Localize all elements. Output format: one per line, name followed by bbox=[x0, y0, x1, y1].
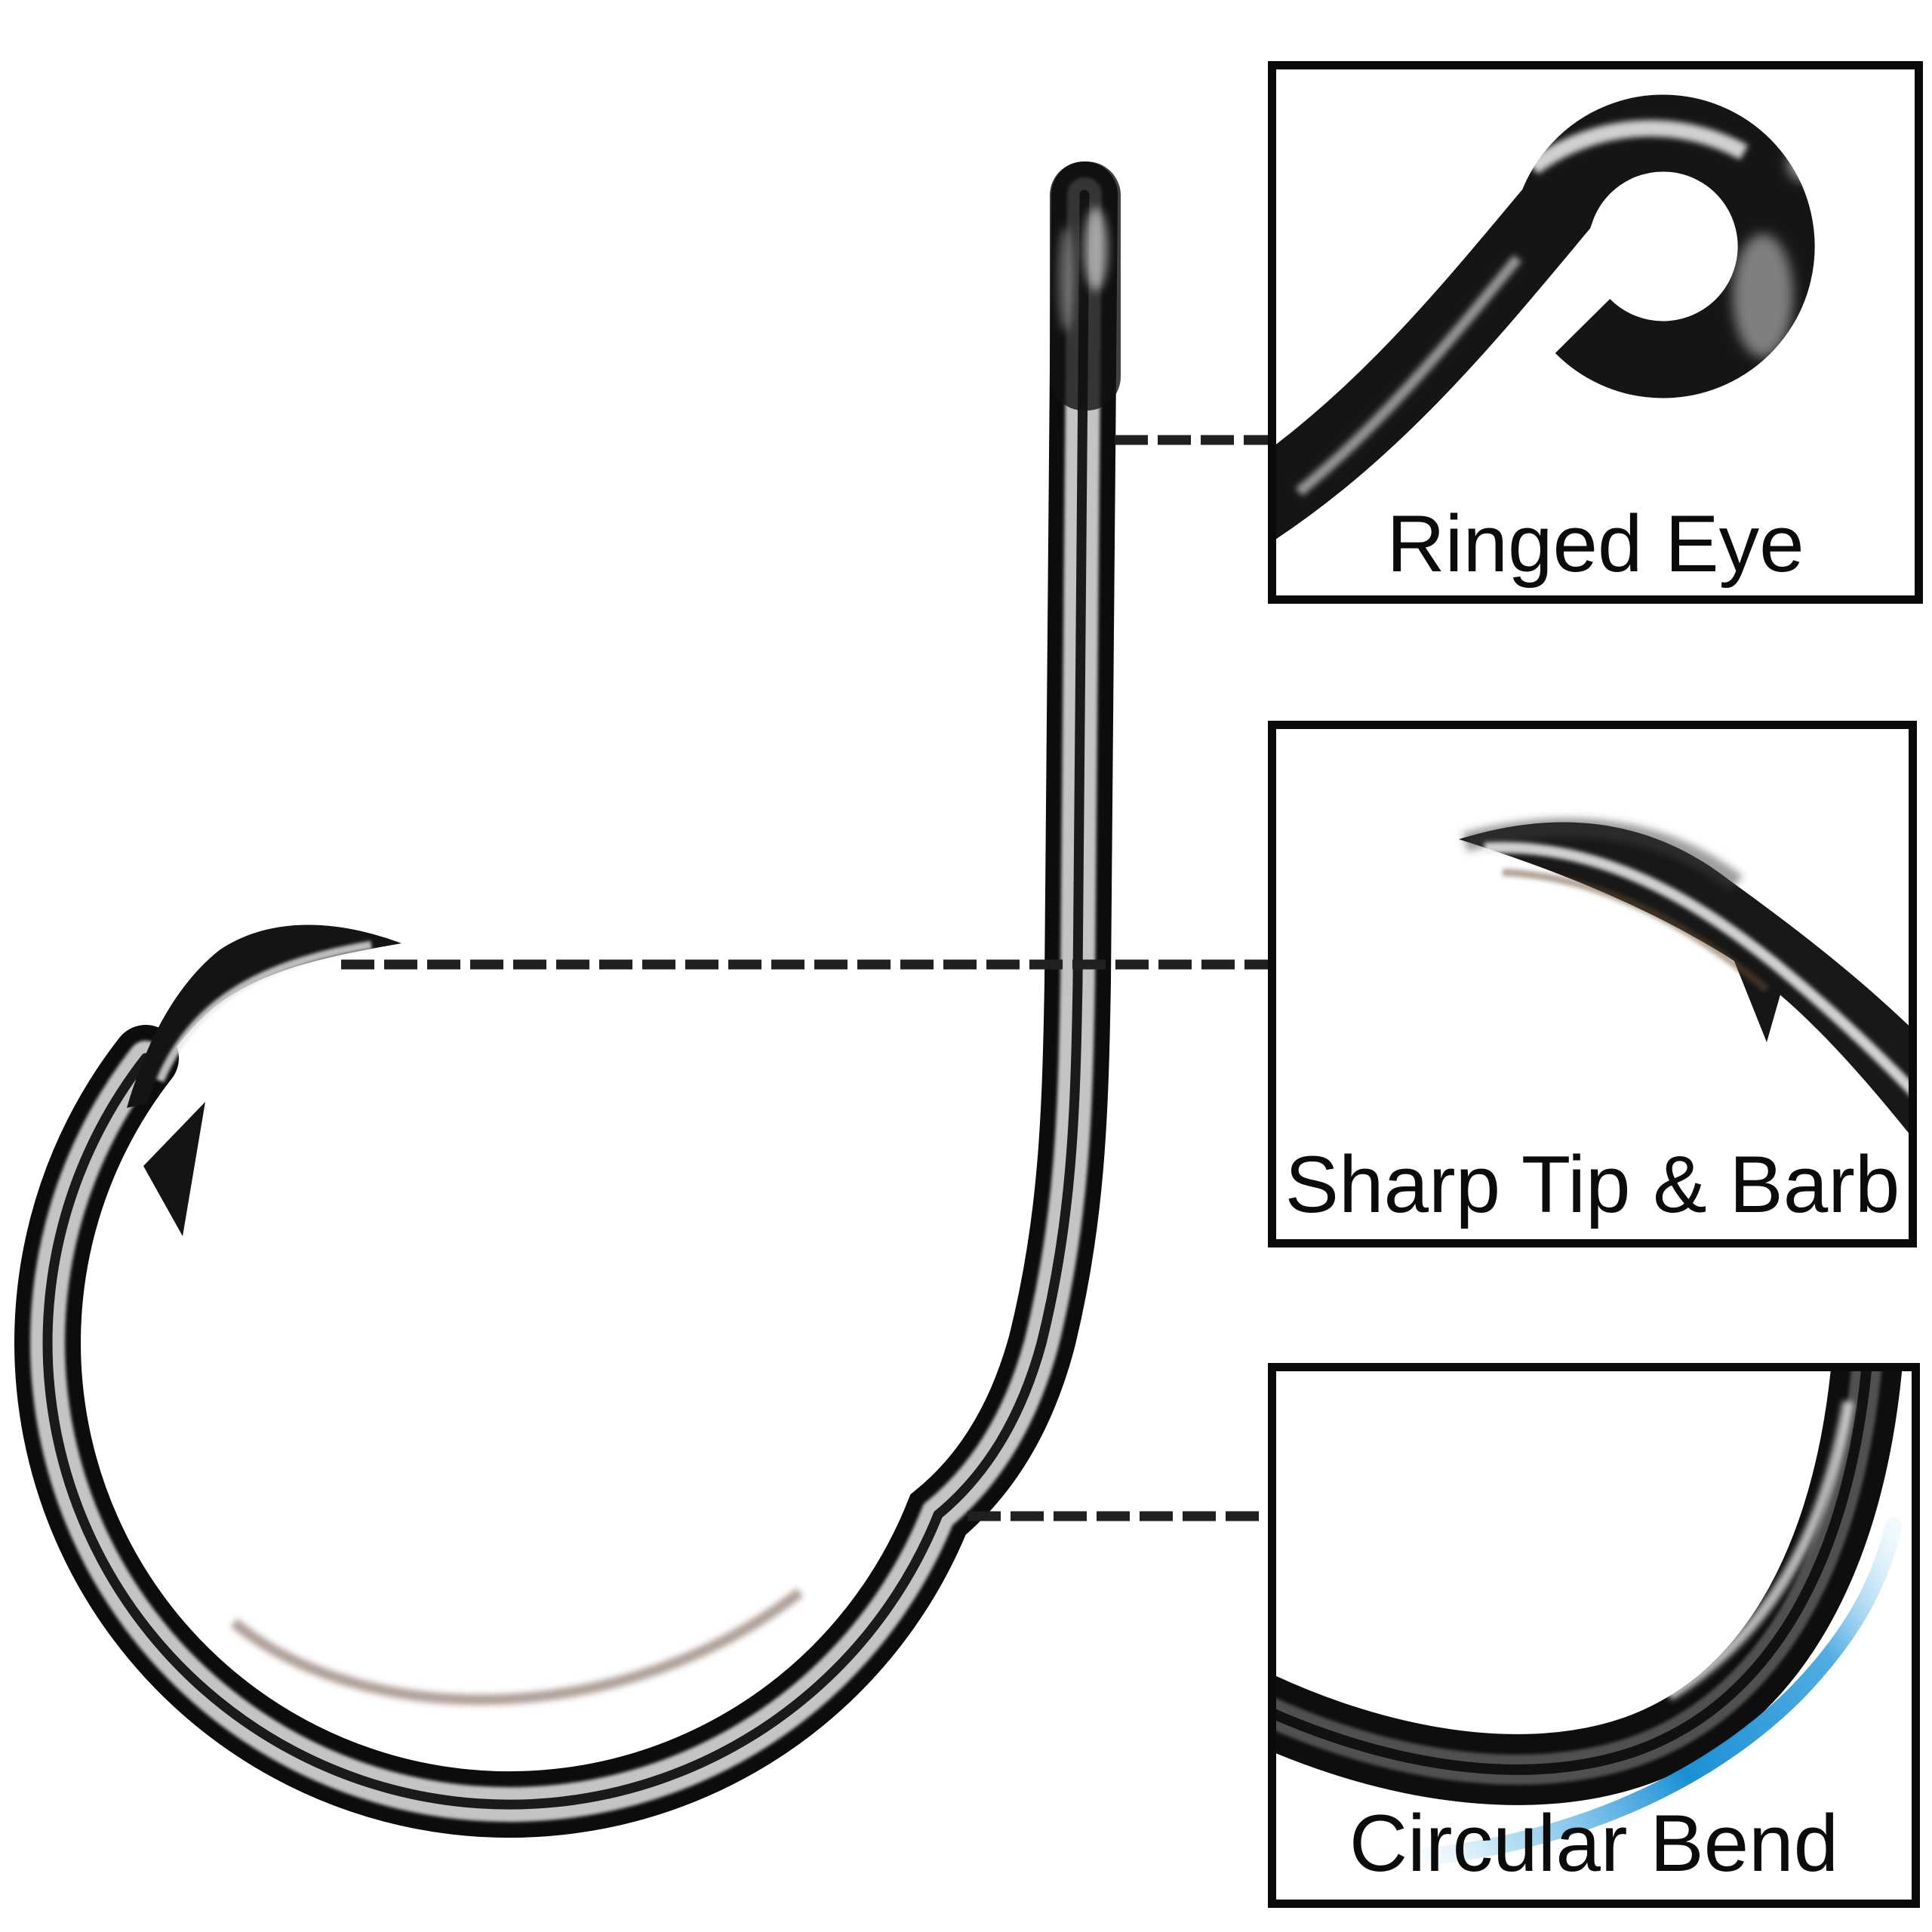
tip-bronze-streak bbox=[1502, 869, 1770, 992]
hook-point-blade bbox=[127, 924, 401, 1108]
callout-connectors bbox=[341, 435, 1272, 1521]
callout-ringed-eye-box: Ringed Eye bbox=[1268, 61, 1923, 604]
circular-bend-closeup bbox=[1276, 1371, 1903, 1869]
sharp-tip-label: Sharp Tip & Barb bbox=[1284, 1139, 1900, 1230]
ringed-eye-label: Ringed Eye bbox=[1386, 498, 1804, 589]
eye-loop-right-glint bbox=[1733, 234, 1793, 358]
callout-circular-bend-box: Circular Bend bbox=[1268, 1363, 1920, 1908]
bend-wire-core bbox=[1276, 1371, 1872, 1775]
bend-blue-swoosh bbox=[1364, 1517, 1903, 1869]
eye-loop-top-glint bbox=[1527, 120, 1749, 174]
tip-white-streak bbox=[1484, 841, 1909, 1095]
callout-sharp-tip-box: Sharp Tip & Barb bbox=[1268, 721, 1917, 1247]
hook-eye-glint bbox=[1084, 208, 1108, 291]
eye-top-spot-glint bbox=[1788, 147, 1821, 180]
hook-point bbox=[127, 924, 401, 1236]
hook-point-highlight bbox=[155, 940, 372, 1083]
hook-eye-glint-left bbox=[1058, 226, 1073, 332]
ringed-eye-closeup bbox=[1276, 94, 1821, 540]
hook-wire bbox=[14, 162, 1121, 1838]
eye-wire-glint bbox=[1295, 254, 1522, 497]
sharp-tip-closeup bbox=[1459, 818, 1909, 1134]
hook-barb bbox=[143, 1102, 205, 1236]
circular-bend-label: Circular Bend bbox=[1349, 1798, 1839, 1889]
tip-top-band bbox=[1462, 818, 1743, 892]
eye-loop-wire bbox=[1276, 94, 1815, 540]
bend-upper-glint bbox=[1666, 1400, 1854, 1701]
hook-wire-core bbox=[42, 189, 1090, 1810]
hook-bend-bronze-reflection bbox=[230, 1588, 804, 1706]
tip-blade bbox=[1459, 822, 1909, 1134]
